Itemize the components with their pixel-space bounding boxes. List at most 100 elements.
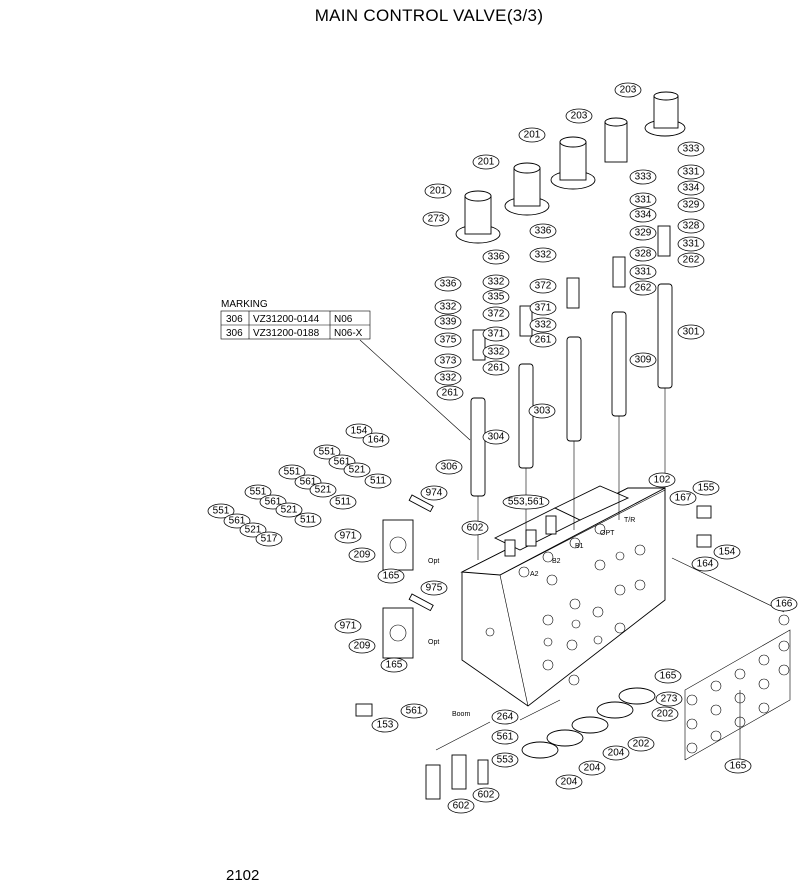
svg-text:201: 201: [430, 186, 447, 197]
svg-text:304: 304: [488, 432, 505, 443]
part-label: 331: [677, 236, 705, 252]
marking-row1-mark: N06: [334, 314, 353, 325]
svg-text:339: 339: [440, 317, 457, 328]
svg-text:336: 336: [535, 226, 552, 237]
svg-text:165: 165: [660, 671, 677, 682]
part-label: 333: [677, 141, 705, 157]
svg-text:561: 561: [265, 497, 282, 508]
part-label: 331: [629, 264, 657, 280]
part-label: 331: [677, 164, 705, 180]
svg-text:166: 166: [776, 599, 793, 610]
part-label: 331: [629, 192, 657, 208]
part-label: 521: [275, 502, 303, 518]
port-opt: OPT: [600, 530, 615, 537]
part-label: 511: [294, 512, 322, 528]
svg-text:102: 102: [654, 475, 671, 486]
svg-text:262: 262: [683, 255, 700, 266]
svg-text:331: 331: [635, 195, 652, 206]
svg-text:202: 202: [633, 739, 650, 750]
part-label: 975: [420, 580, 448, 596]
part-label: 334: [629, 207, 657, 223]
svg-text:332: 332: [440, 302, 457, 313]
part-label: 511: [364, 473, 392, 489]
svg-text:602: 602: [478, 790, 495, 801]
part-label: 262: [629, 280, 657, 296]
svg-text:329: 329: [683, 200, 700, 211]
svg-text:371: 371: [488, 329, 505, 340]
svg-text:209: 209: [354, 550, 371, 561]
svg-text:153: 153: [377, 720, 394, 731]
part-label: 155: [692, 480, 720, 496]
part-label: 329: [677, 197, 705, 213]
svg-text:332: 332: [535, 320, 552, 331]
svg-text:328: 328: [683, 221, 700, 232]
part-label: 551: [278, 464, 306, 480]
part-label: 372: [529, 278, 557, 294]
part-label: 164: [362, 432, 390, 448]
opt-label-2: Opt: [428, 639, 439, 646]
part-label: 273: [655, 691, 683, 707]
svg-text:521: 521: [245, 525, 262, 536]
part-label: 332: [434, 299, 462, 315]
svg-text:332: 332: [488, 347, 505, 358]
part-label: 551: [244, 484, 272, 500]
part-label: 209: [348, 638, 376, 654]
part-label: 332: [482, 344, 510, 360]
svg-text:332: 332: [535, 250, 552, 261]
part-label: 154: [345, 423, 373, 439]
part-label: 336: [529, 223, 557, 239]
part-label: 521: [343, 462, 371, 478]
part-label: 373: [434, 353, 462, 369]
svg-text:561: 561: [229, 516, 246, 527]
part-label: 102: [648, 472, 676, 488]
svg-text:561: 561: [406, 706, 423, 717]
svg-text:971: 971: [340, 621, 357, 632]
part-label: 202: [627, 736, 655, 752]
part-label: 165: [380, 657, 408, 673]
svg-text:602: 602: [467, 523, 484, 534]
svg-text:202: 202: [657, 709, 674, 720]
svg-text:331: 331: [635, 267, 652, 278]
part-label: 375: [434, 332, 462, 348]
svg-text:336: 336: [440, 279, 457, 290]
part-label: 332: [434, 370, 462, 386]
svg-text:164: 164: [368, 435, 385, 446]
svg-text:332: 332: [488, 277, 505, 288]
svg-text:336: 336: [488, 252, 505, 263]
svg-text:375: 375: [440, 335, 457, 346]
part-label: 301: [677, 324, 705, 340]
part-label: 602: [447, 798, 475, 814]
svg-text:306: 306: [441, 462, 458, 473]
part-label: 561: [223, 513, 251, 529]
springs: [472, 225, 671, 361]
part-label: 974: [420, 485, 448, 501]
part-label: 553: [491, 752, 519, 768]
part-label: 551: [313, 444, 341, 460]
part-label: 261: [482, 360, 510, 376]
part-label: 333: [629, 169, 657, 185]
svg-text:331: 331: [683, 239, 700, 250]
svg-text:974: 974: [426, 488, 443, 499]
part-label: 262: [677, 252, 705, 268]
part-label: 339: [434, 314, 462, 330]
part-label: 561: [491, 729, 519, 745]
part-label: 372: [482, 306, 510, 322]
svg-text:511: 511: [300, 515, 316, 526]
part-label: 602: [461, 520, 489, 536]
part-label: 201: [518, 127, 546, 143]
svg-text:521: 521: [349, 465, 366, 476]
svg-text:975: 975: [426, 583, 443, 594]
part-label: 166: [770, 596, 798, 612]
part-label: 335: [482, 289, 510, 305]
pilot-caps: [455, 91, 686, 244]
svg-text:201: 201: [478, 157, 495, 168]
part-label: 164: [691, 556, 719, 572]
part-label: 328: [677, 218, 705, 234]
svg-text:329: 329: [635, 228, 652, 239]
svg-text:334: 334: [635, 210, 652, 221]
marking-table: MARKING 306 VZ31200-0144 N06 306 VZ31200…: [220, 299, 371, 340]
part-label: 165: [654, 668, 682, 684]
part-label: 329: [629, 225, 657, 241]
marking-row2-mark: N06-X: [334, 328, 363, 339]
boom-label: Boom: [452, 711, 470, 718]
